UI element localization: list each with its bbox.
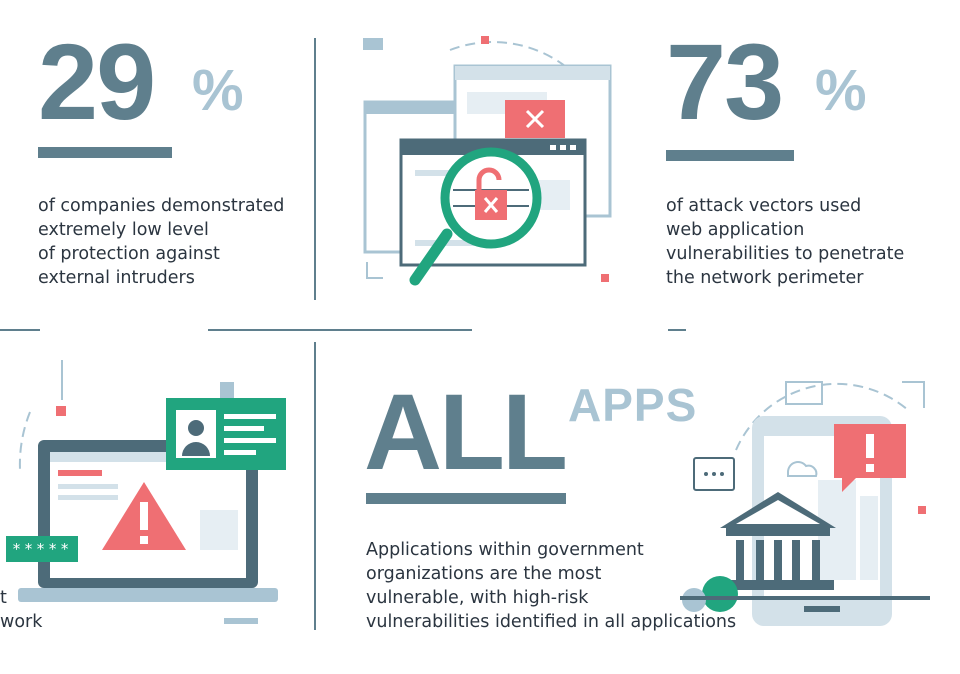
government-building-icon [720,492,836,590]
laptop-icon [18,360,286,624]
all-apps-underline [366,493,566,504]
alert-bubble-icon [834,424,906,492]
bottom-left-text-line2: work [0,612,43,632]
all-apps-subheadline: APPS [568,379,698,431]
chat-bubble-icon [693,457,735,491]
cloud-icon [787,461,818,477]
smartphone-icon [680,381,930,626]
stat-29-percent: % [192,58,244,123]
stat-29-description: of companies demonstrated extremely low … [38,196,285,288]
chat-bubble-outline-icon [785,381,823,405]
all-apps-description: Applications within government organizat… [366,540,737,632]
stat-73-underline [666,150,794,161]
stat-73-description: of attack vectors used web application v… [666,196,905,288]
warning-icon [102,482,186,550]
stat-73-percent: % [815,58,867,123]
id-badge-icon [166,382,286,470]
all-apps-headline: ALL [364,371,568,492]
stat-73-number: 73 [666,21,784,142]
browser-windows-icon [363,36,612,286]
stat-29-underline [38,147,172,158]
bottom-left-text-line1: t [0,588,7,608]
stat-29-number: 29 [38,21,156,142]
unlocked-padlock-icon [475,167,507,220]
password-field-icon: ***** [6,536,79,562]
